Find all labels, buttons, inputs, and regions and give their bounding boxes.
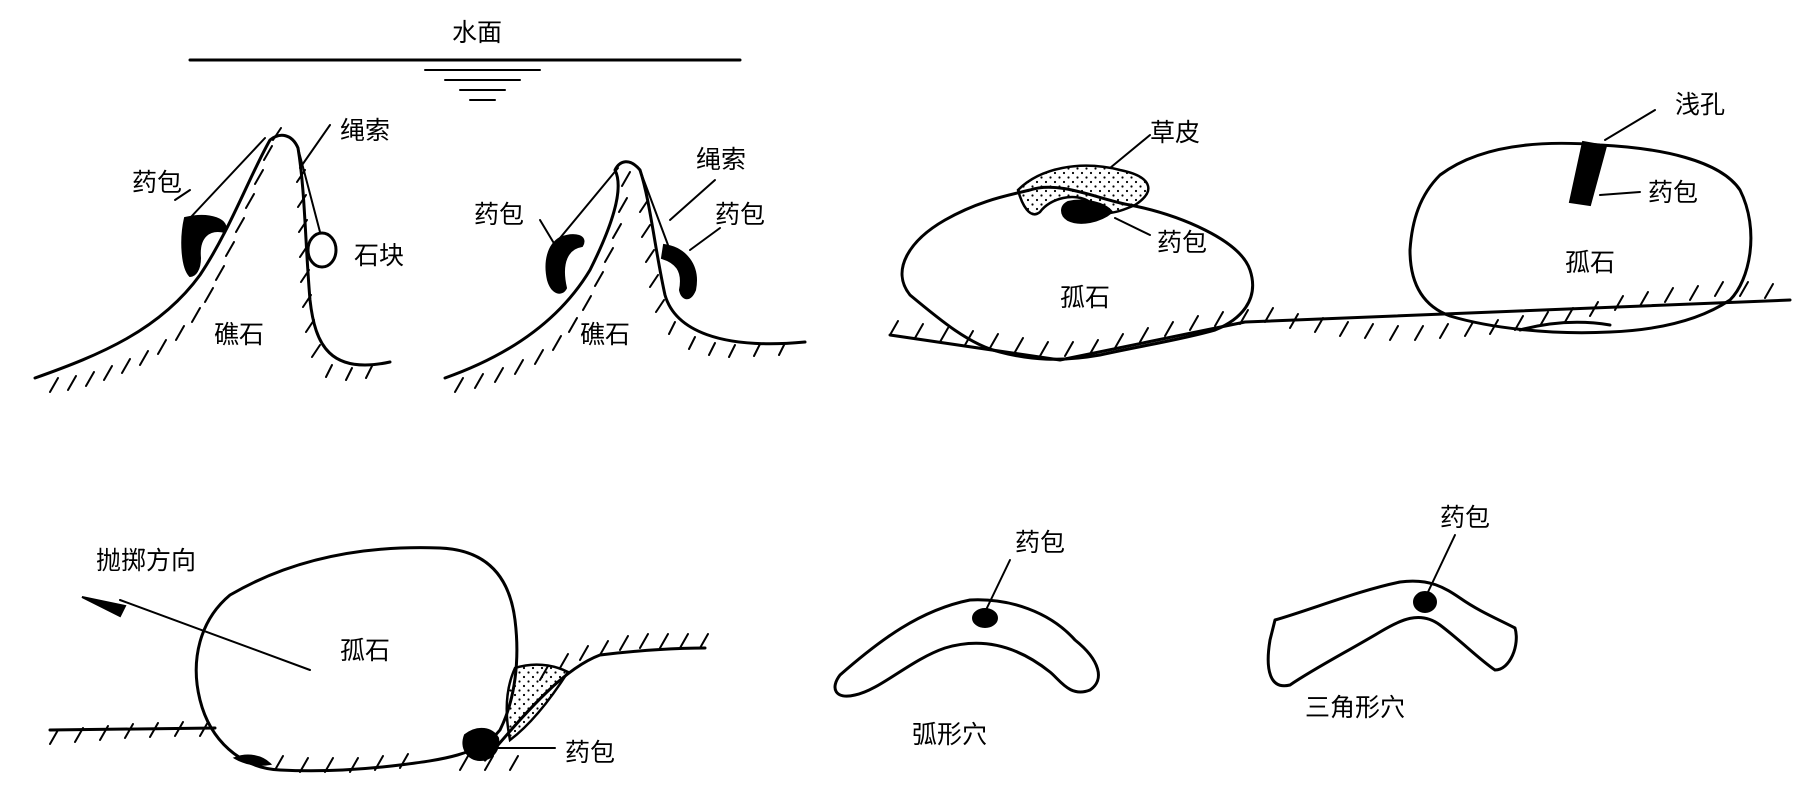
boulder-label-3: 孤石 bbox=[1060, 283, 1111, 312]
charge-3-leader bbox=[1114, 217, 1151, 236]
triangle-cavity-shape bbox=[1266, 579, 1518, 688]
charge-2b-leader bbox=[689, 227, 721, 251]
charge-label-2a: 药包 bbox=[474, 200, 525, 229]
reef-1 bbox=[33, 127, 392, 393]
boulder-4 bbox=[1408, 140, 1753, 335]
reef-label-1: 礁石 bbox=[214, 320, 265, 349]
charge-label-2b: 药包 bbox=[715, 200, 766, 229]
charge-label-1: 药包 bbox=[132, 168, 183, 197]
charge-label-5: 药包 bbox=[565, 738, 616, 767]
charge-label-6: 药包 bbox=[1015, 528, 1066, 557]
rope-label-1: 绳索 bbox=[340, 116, 391, 145]
charge-4-leader bbox=[1599, 191, 1641, 196]
boulder-label-5: 孤石 bbox=[340, 636, 391, 665]
arc-cavity-label: 弧形穴 bbox=[912, 720, 988, 749]
shallow-hole-leader bbox=[1604, 109, 1656, 141]
charge-1-leader bbox=[174, 189, 191, 201]
charge-2a-leader bbox=[539, 219, 556, 246]
water-surface-label: 水面 bbox=[452, 18, 503, 47]
charge-label-3: 药包 bbox=[1157, 228, 1208, 257]
boulder-label-4: 孤石 bbox=[1565, 248, 1616, 277]
rope-2-leader bbox=[669, 179, 716, 221]
boulder-3 bbox=[888, 164, 1792, 362]
turf-leader bbox=[1109, 134, 1151, 169]
charge-6-leader bbox=[984, 559, 1011, 613]
throw-direction-label: 抛掷方向 bbox=[96, 546, 197, 575]
triangle-cavity-label: 三角形穴 bbox=[1305, 693, 1406, 722]
boulder-5 bbox=[48, 546, 709, 773]
charge-7-leader bbox=[1427, 534, 1456, 593]
rope-label-2: 绳索 bbox=[696, 145, 747, 174]
stone-block-label: 石块 bbox=[354, 241, 405, 270]
charge-label-4: 药包 bbox=[1648, 178, 1699, 207]
turf-label: 草皮 bbox=[1150, 118, 1201, 147]
rope-1-leader bbox=[299, 124, 331, 169]
shallow-hole-label: 浅孔 bbox=[1675, 90, 1726, 119]
reef-2 bbox=[443, 160, 807, 393]
arc-cavity-shape bbox=[833, 598, 1100, 698]
water-surface bbox=[188, 58, 742, 101]
reef-label-2: 礁石 bbox=[580, 320, 631, 349]
charge-label-7: 药包 bbox=[1440, 503, 1491, 532]
